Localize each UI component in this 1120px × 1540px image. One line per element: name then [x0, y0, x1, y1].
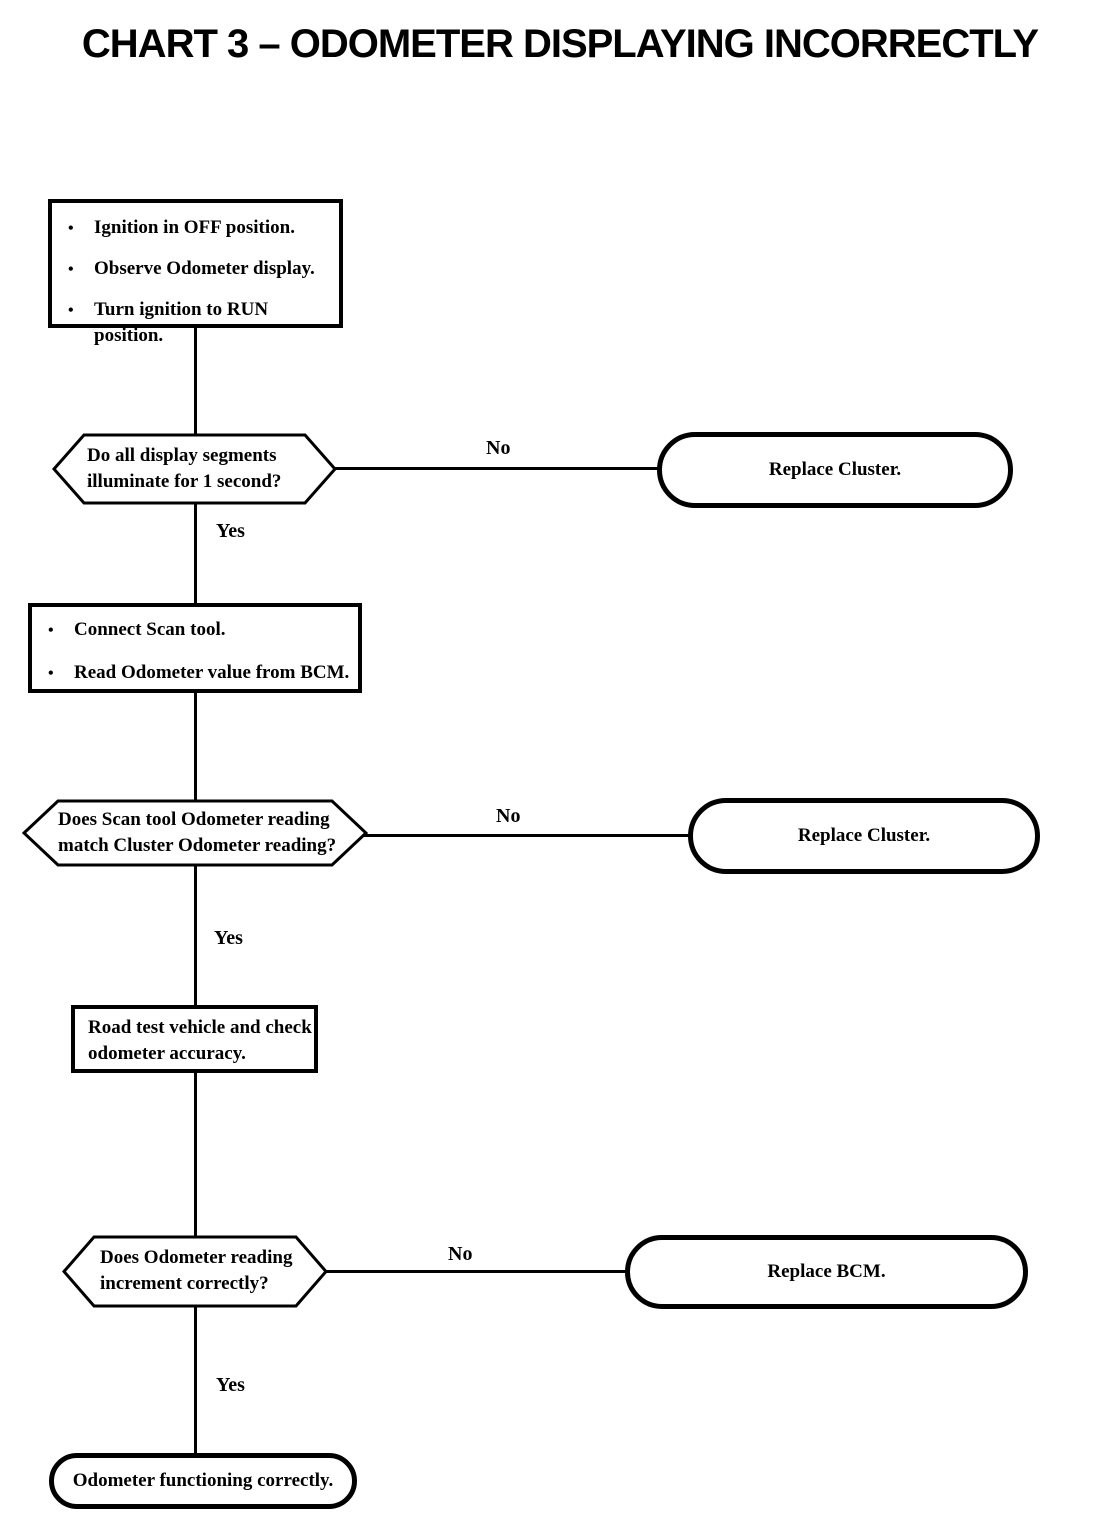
bullet-icon: •	[68, 261, 74, 278]
step3-line2: odometer accuracy.	[88, 1043, 246, 1064]
step2-bullet-row: • Read Odometer value from BCM.	[48, 660, 358, 687]
decision3-line2: increment correctly?	[100, 1273, 269, 1294]
decision3-text: Does Odometer reading increment correctl…	[62, 1235, 328, 1308]
hexagon-shape	[52, 433, 337, 505]
decision1-line2: illuminate for 1 second?	[87, 471, 282, 492]
bullet-icon: •	[68, 302, 74, 319]
yes-label-3: Yes	[216, 1374, 245, 1396]
decision3-hexagon: Does Odometer reading increment correctl…	[62, 1235, 328, 1308]
branch-connector-no-2	[362, 834, 694, 837]
end-terminal: Odometer functioning correctly.	[49, 1453, 357, 1509]
bullet-icon: •	[68, 220, 74, 237]
decision1-text: Do all display segments illuminate for 1…	[52, 433, 337, 505]
result2-label: Replace Cluster.	[797, 825, 931, 846]
end-label: Odometer functioning correctly.	[72, 1470, 334, 1491]
step1-bullet-text: Turn ignition to RUN position.	[94, 299, 269, 346]
result1-terminal: Replace Cluster.	[657, 432, 1013, 508]
decision2-line2: match Cluster Odometer reading?	[58, 835, 337, 856]
step1-bullet-row: • Turn ignition to RUN position.	[68, 297, 339, 349]
step1-bullet-row: • Ignition in OFF position.	[68, 215, 339, 242]
page-title: CHART 3 – ODOMETER DISPLAYING INCORRECTL…	[81, 22, 1039, 66]
result3-label: Replace BCM.	[767, 1261, 886, 1282]
result2-terminal: Replace Cluster.	[688, 798, 1040, 874]
no-label-2: No	[496, 805, 521, 827]
branch-connector-no-1	[332, 467, 662, 470]
result1-label: Replace Cluster.	[768, 459, 902, 480]
step3-line1: Road test vehicle and check	[88, 1017, 312, 1038]
step3-box: Road test vehicle and check odometer acc…	[71, 1005, 318, 1073]
decision1-line1: Do all display segments	[87, 445, 277, 466]
spine-connector	[194, 328, 197, 1458]
yes-label-2: Yes	[214, 927, 243, 949]
step1-box: • Ignition in OFF position. • Observe Od…	[48, 199, 343, 346]
decision1-hexagon: Do all display segments illuminate for 1…	[52, 433, 337, 505]
hexagon-shape	[62, 1235, 328, 1308]
bullet-icon: •	[48, 665, 54, 682]
no-label-1: No	[486, 437, 511, 459]
decision3-line1: Does Odometer reading	[100, 1247, 293, 1268]
branch-connector-no-3	[322, 1270, 630, 1273]
step1-bullet-text: Observe Odometer display.	[94, 258, 315, 279]
step2-bullet-row: • Connect Scan tool.	[48, 617, 358, 644]
step2-bullet-text: Connect Scan tool.	[74, 619, 226, 640]
hexagon-shape	[22, 799, 368, 867]
decision2-hexagon: Does Scan tool Odometer reading match Cl…	[22, 799, 368, 867]
bullet-icon: •	[48, 622, 54, 639]
result3-terminal: Replace BCM.	[625, 1235, 1028, 1309]
step2-box: • Connect Scan tool. • Read Odometer val…	[28, 603, 362, 693]
decision2-line1: Does Scan tool Odometer reading	[58, 809, 330, 830]
step2-bullet-text: Read Odometer value from BCM.	[74, 662, 350, 683]
step1-bullet-row: • Observe Odometer display.	[68, 256, 339, 283]
no-label-3: No	[448, 1243, 473, 1265]
yes-label-1: Yes	[216, 520, 245, 542]
step1-bullet-text: Ignition in OFF position.	[94, 217, 295, 238]
decision2-text: Does Scan tool Odometer reading match Cl…	[22, 799, 368, 867]
